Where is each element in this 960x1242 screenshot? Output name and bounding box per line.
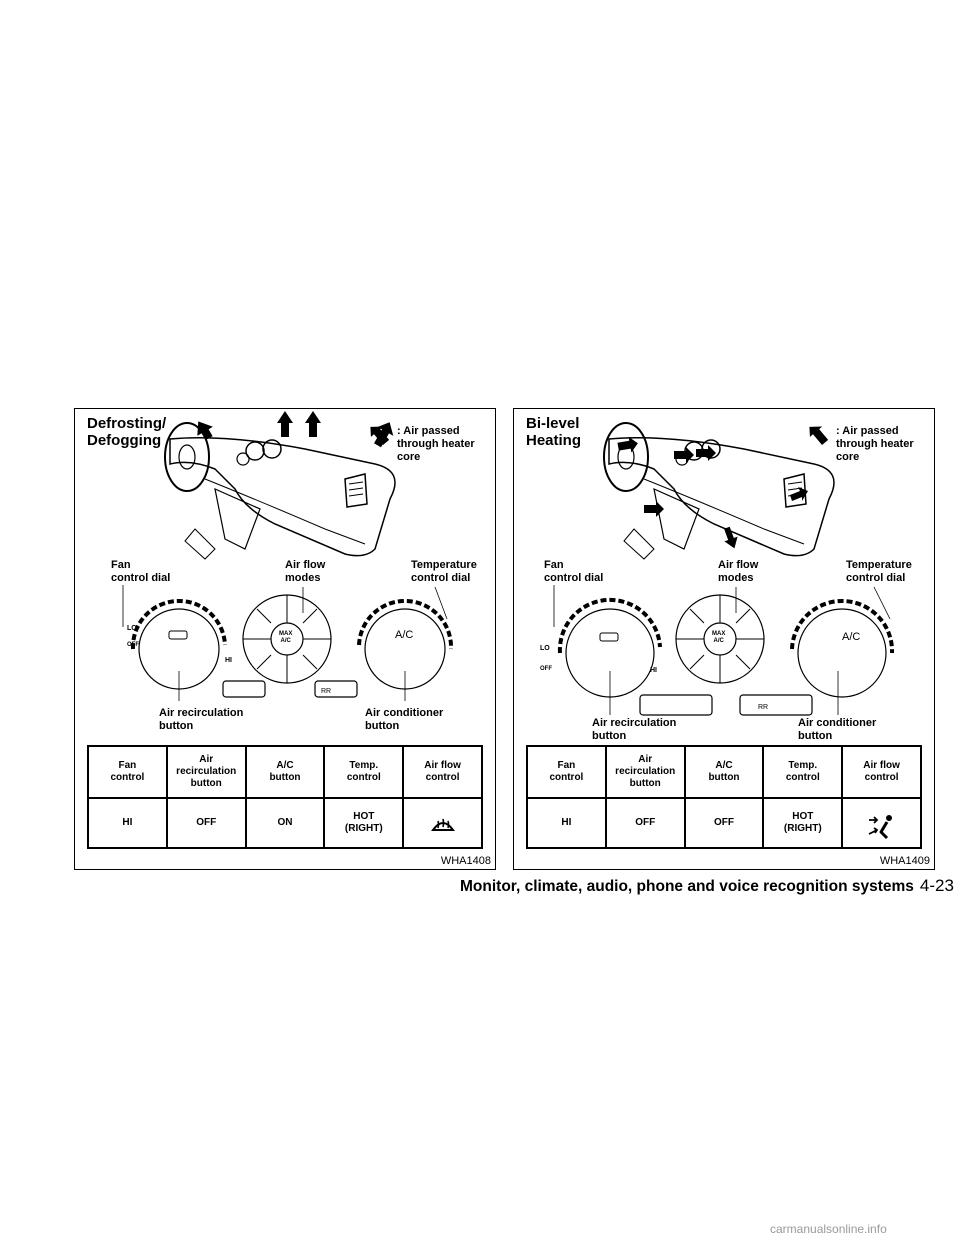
table-header: Temp. control <box>323 745 405 799</box>
temperature-control-dial-label: Temperature control dial <box>411 559 477 584</box>
table-header: Air recirculation button <box>604 745 686 799</box>
fan-lo-label: LO <box>540 645 550 652</box>
table-header: Temp. control <box>762 745 844 799</box>
fan-off-label: OFF <box>127 642 139 648</box>
table-row: HI OFF OFF HOT (RIGHT) <box>526 797 922 849</box>
heater-core-legend: : Air passed through heater core <box>397 425 475 463</box>
table-header: Air recirculation button <box>165 745 247 799</box>
air-recirculation-button-label: Air recirculation button <box>592 717 677 742</box>
air-conditioner-button-label: Air conditioner button <box>365 707 444 732</box>
figure-title: Defrosting/ Defogging <box>87 415 167 449</box>
figure-defrosting: Defrosting/ Defogging : Air passed throu… <box>74 408 496 870</box>
figure-bi-level-heating: Bi-level Heating : Air passed through he… <box>513 408 935 870</box>
table-cell: HI <box>87 797 168 849</box>
dashboard-illustration <box>553 422 895 716</box>
heater-core-legend: : Air passed through heater core <box>836 425 914 463</box>
table-cell <box>402 797 483 849</box>
table-header-row: Fan control Air recirculation button A/C… <box>526 745 922 799</box>
ac-dial-label: A/C <box>842 631 861 643</box>
dashboard-illustration <box>122 411 454 701</box>
table-cell <box>841 797 922 849</box>
rear-defrost-label: RR <box>321 688 332 695</box>
fan-control-dial-label: Fan control dial <box>111 559 171 584</box>
fan-hi-label: HI <box>650 667 657 674</box>
table-header: Air flow control <box>841 745 922 799</box>
table-header: A/C button <box>244 745 326 799</box>
table-cell: OFF <box>165 797 247 849</box>
air-recirculation-button-label: Air recirculation button <box>159 707 244 732</box>
table-cell: OFF <box>604 797 686 849</box>
table-header: A/C button <box>683 745 765 799</box>
section-title: Monitor, climate, audio, phone and voice… <box>460 878 914 895</box>
figure-code: WHA1409 <box>879 855 930 867</box>
defrost-icon <box>430 818 455 831</box>
table-header: Fan control <box>526 745 607 799</box>
bi-level-icon <box>868 815 892 840</box>
air-conditioner-button-label: Air conditioner button <box>798 717 877 742</box>
fan-control-dial-label: Fan control dial <box>544 559 604 584</box>
table-header: Air flow control <box>402 745 483 799</box>
table-cell: OFF <box>683 797 765 849</box>
page-number: 4-23 <box>919 876 954 895</box>
watermark: carmanualsonline.info <box>770 1222 887 1236</box>
settings-table: Fan control Air recirculation button A/C… <box>87 745 483 849</box>
temperature-control-dial-label: Temperature control dial <box>846 559 912 584</box>
figure-title: Bi-level Heating <box>526 415 582 449</box>
max-ac-label: MAX A/C <box>712 631 726 644</box>
fan-lo-label: LO <box>127 625 137 632</box>
figure-code: WHA1408 <box>440 855 491 867</box>
page-footer: Monitor, climate, audio, phone and voice… <box>460 876 954 896</box>
fan-off-label: OFF <box>540 666 552 672</box>
table-row: HI OFF ON HOT (RIGHT) <box>87 797 483 849</box>
air-flow-modes-label: Air flow modes <box>718 559 759 584</box>
table-cell: ON <box>244 797 326 849</box>
air-flow-modes-label: Air flow modes <box>285 559 326 584</box>
rear-defrost-label: RR <box>758 704 769 711</box>
table-header-row: Fan control Air recirculation button A/C… <box>87 745 483 799</box>
settings-table: Fan control Air recirculation button A/C… <box>526 745 922 849</box>
table-cell: HOT (RIGHT) <box>762 797 844 849</box>
table-cell: HI <box>526 797 607 849</box>
table-header: Fan control <box>87 745 168 799</box>
table-cell: HOT (RIGHT) <box>323 797 405 849</box>
fan-hi-label: HI <box>225 657 232 664</box>
ac-dial-label: A/C <box>395 629 414 641</box>
max-ac-label: MAX A/C <box>279 631 293 644</box>
